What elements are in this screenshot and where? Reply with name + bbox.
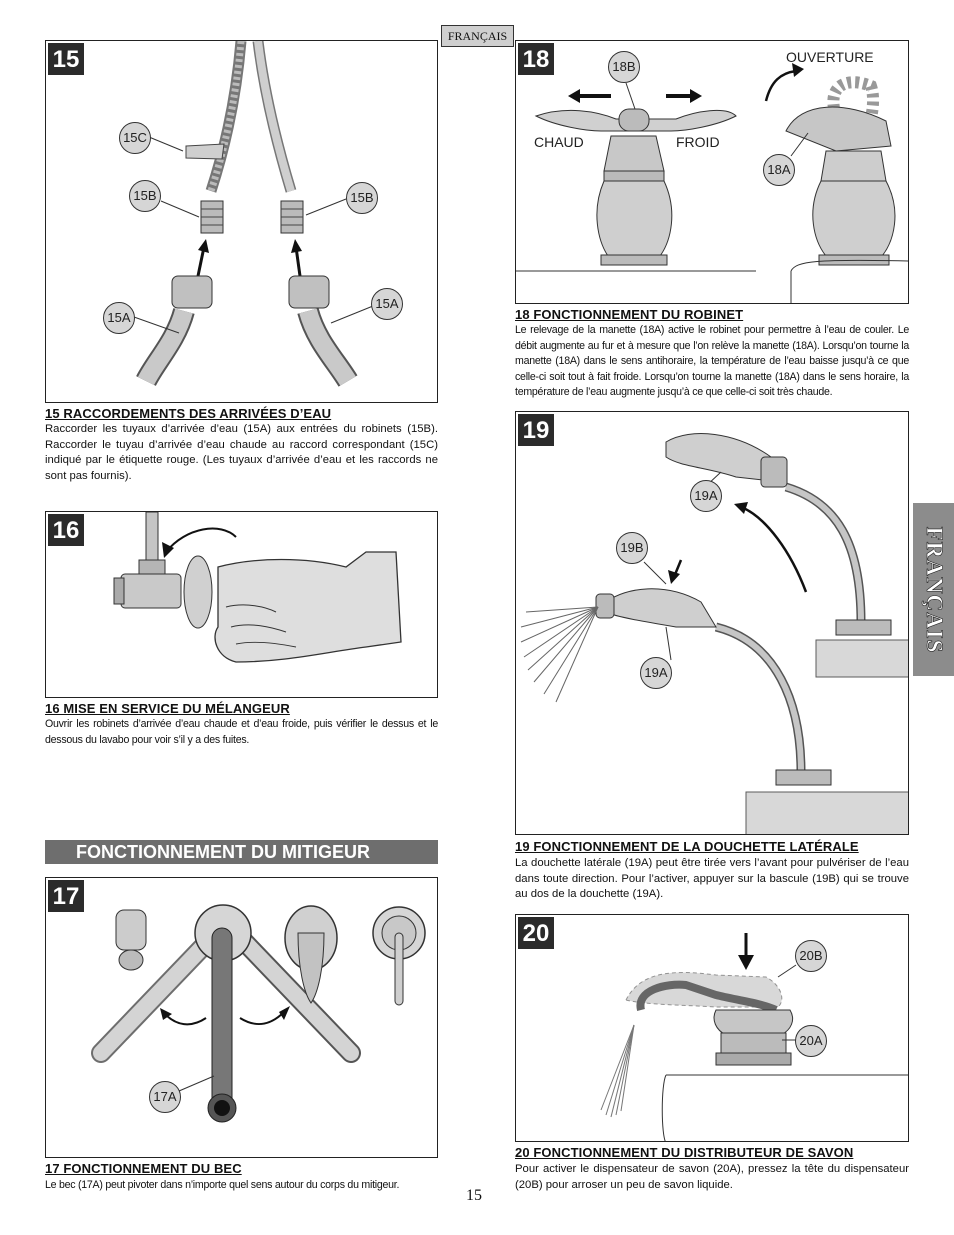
step-number-17: 17 — [48, 880, 84, 912]
step-15-text: Raccorder les tuyaux d’arrivée d’eau (15… — [45, 423, 438, 482]
figure-19: 19 19A 19B 19A — [515, 411, 909, 835]
callout-19b: 19B — [616, 532, 648, 564]
step-number-18: 18 — [518, 43, 554, 75]
step-15-title: 15 RACCORDEMENTS DES ARRIVÉES D’EAU — [45, 406, 332, 421]
callout-19a-upper: 19A — [690, 480, 722, 512]
callout-15b-right: 15B — [346, 182, 378, 214]
step-number-16: 16 — [48, 514, 84, 546]
side-tab-label: FRANÇAIS — [921, 526, 947, 653]
side-spray-illustration — [520, 433, 908, 834]
callout-17a: 17A — [149, 1081, 181, 1113]
step-20-text: Pour activer le dispensateur de savon (2… — [515, 1163, 909, 1191]
step-20-title: 20 FONCTIONNEMENT DU DISTRIBUTEUR DE SAV… — [515, 1145, 854, 1160]
callout-15b-left: 15B — [129, 180, 161, 212]
step-18-title: 18 FONCTIONNEMENT DU ROBINET — [515, 307, 744, 322]
step-17-title: 17 FONCTIONNEMENT DU BEC — [45, 1161, 242, 1176]
figure-15: 15 15C 15B 15B 15A 15A — [45, 40, 438, 403]
callout-20a: 20A — [795, 1025, 827, 1057]
callout-18a: 18A — [763, 154, 795, 186]
callout-18b: 18B — [608, 51, 640, 83]
section-header-title: FONCTIONNEMENT DU MITIGEUR — [76, 842, 370, 862]
page-number: 15 — [466, 1187, 482, 1204]
supply-lines-illustration — [133, 41, 374, 387]
callout-15c: 15C — [119, 122, 151, 154]
shutoff-valve-hand-illustration — [113, 512, 402, 663]
callout-15a-left: 15A — [103, 302, 135, 334]
figure-16: 16 — [45, 511, 438, 698]
step-16-title: 16 MISE EN SERVICE DU MÉLANGEUR — [45, 701, 290, 716]
label-chaud: CHAUD — [534, 134, 584, 150]
step-17-text: Le bec (17A) peut pivoter dans n’importe… — [45, 1179, 400, 1191]
callout-20b: 20B — [795, 940, 827, 972]
step-number-20: 20 — [518, 917, 554, 949]
step-18-text: Le relevage de la manette (18A) active l… — [515, 324, 909, 399]
figure-20: 20 20B 20A — [515, 914, 909, 1142]
soap-dispenser-illustration — [600, 933, 908, 1141]
step-number-19: 19 — [518, 414, 554, 446]
section-header-band: FONCTIONNEMENT DU MITIGEUR — [45, 840, 438, 864]
callout-15a-right: 15A — [371, 288, 403, 320]
step-16-text: Ouvrir les robinets d’arrivée d’eau chau… — [45, 718, 438, 746]
label-froid: FROID — [676, 134, 720, 150]
step-19-title: 19 FONCTIONNEMENT DE LA DOUCHETTE LATÉRA… — [515, 839, 859, 854]
language-tag: FRANÇAIS — [441, 25, 514, 47]
handle-operation-illustration — [516, 63, 908, 303]
callout-19a-lower: 19A — [640, 657, 672, 689]
figure-17: 17 17A — [45, 877, 438, 1158]
side-language-tab: FRANÇAIS — [913, 503, 954, 676]
label-ouverture: OUVERTURE — [786, 49, 874, 65]
language-tag-label: FRANÇAIS — [447, 29, 508, 43]
step-19-text: La douchette latérale (19A) peut être ti… — [515, 857, 909, 901]
figure-18: 18 18B 18A CHAUD FROID OUVERTURE — [515, 40, 909, 304]
step-number-15: 15 — [48, 43, 84, 75]
spout-swivel-illustration — [91, 904, 426, 1123]
